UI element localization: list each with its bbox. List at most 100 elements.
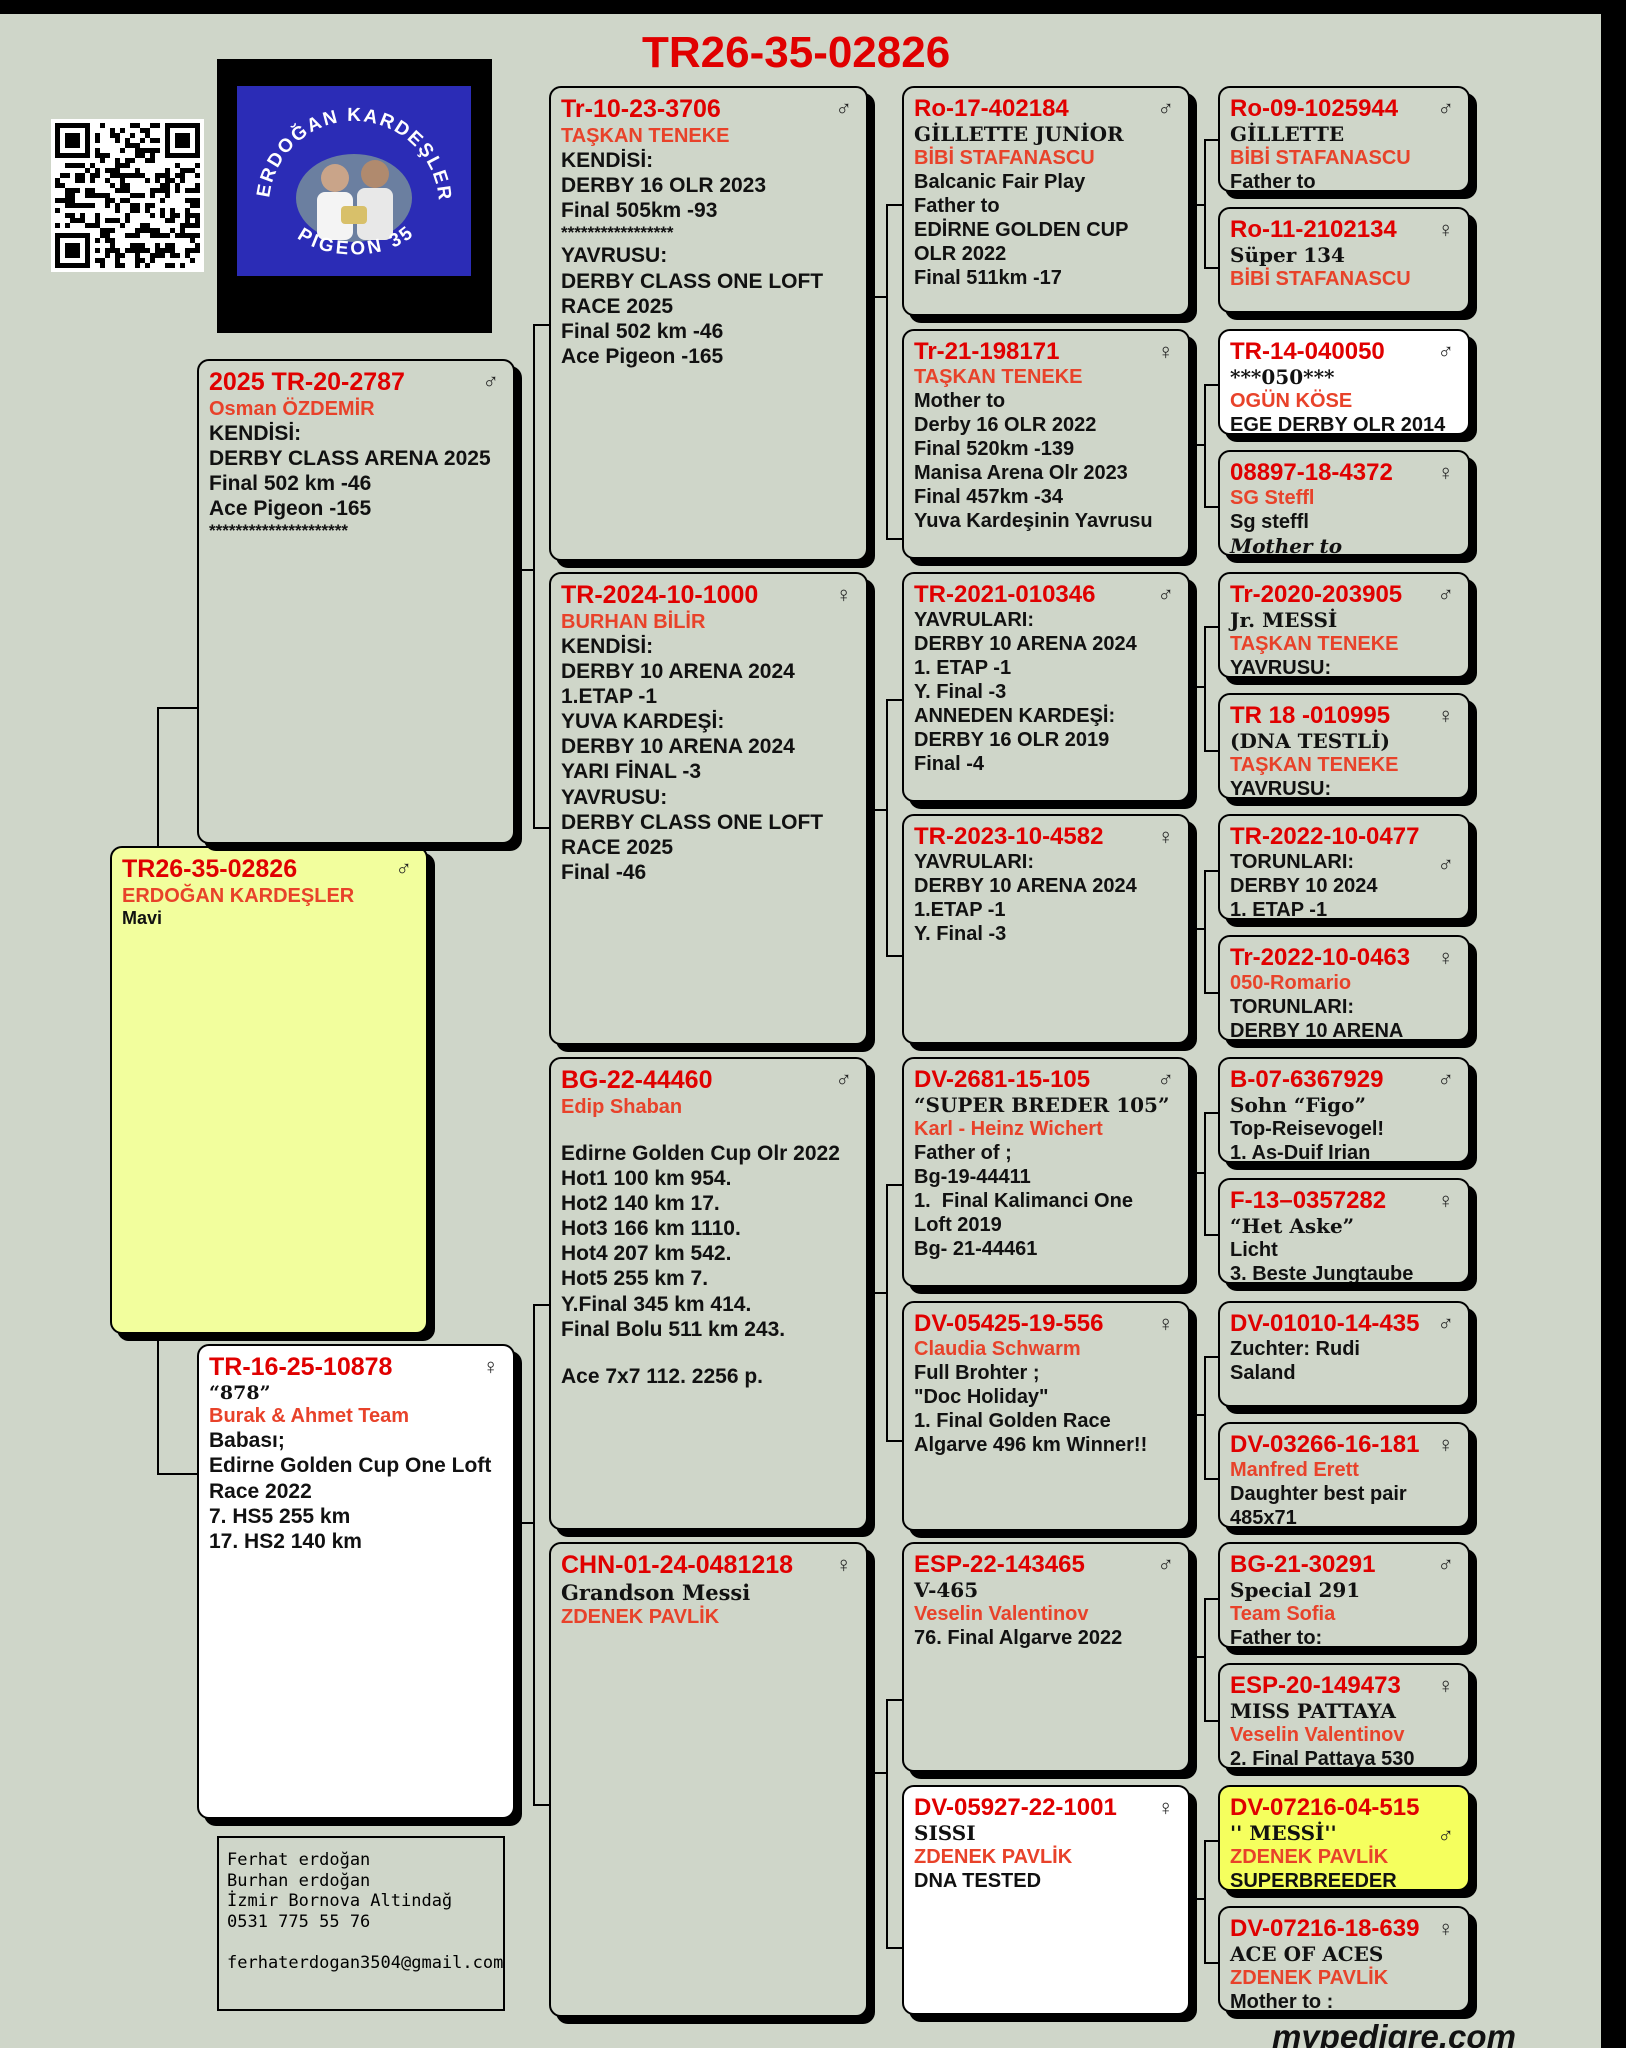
pedigree-line: Ace Pigeon -165 [561, 345, 724, 369]
gen4-owner: 050-Romario [1230, 972, 1352, 995]
gen3-ring: ESP-22-143465 [914, 1551, 1085, 1578]
pedigree-line: YAVRUSU: [1230, 778, 1332, 799]
pedigree-line: YUVA KARDEŞİ: [561, 710, 725, 734]
gen3-ring: Ro-17-402184 [914, 95, 1069, 122]
male-icon: ♂ [1437, 582, 1455, 607]
dam-dam-card[interactable]: ♀ CHN-01-24-0481218 Grandson Messi ZDENE… [549, 1542, 868, 2017]
pedigree-line: YARI FİNAL -3 [561, 760, 702, 784]
gen4-nickname: ACE OF ACES [1230, 1942, 1384, 1967]
pedigree-line: Final Bolu 511 km 243. [561, 1317, 786, 1341]
gen4-nickname: ***050*** [1230, 365, 1335, 390]
sire-owner: Osman ÖZDEMİR [209, 397, 375, 420]
pedigree-line: YAVRUSU: [561, 244, 668, 268]
pedigree-line: Mother to [914, 390, 1006, 413]
gen3-owner: TAŞKAN TENEKE [914, 366, 1083, 389]
sire-line: DERBY CLASS ARENA 2025 [209, 446, 491, 470]
gen4-ring: TR-2022-10-0477 [1230, 823, 1420, 850]
gen4-ring: DV-03266-16-181 [1230, 1431, 1420, 1458]
gen3-card[interactable]: ♂DV-2681-15-105“SUPER BREDER 105”Karl - … [902, 1057, 1190, 1287]
dam-sire-card[interactable]: ♂ BG-22-44460 Edip Shaban Edirne Golden … [549, 1057, 868, 1530]
gen4-ring: DV-01010-14-435 [1230, 1310, 1420, 1337]
gen4-ring: DV-07216-18-639 [1230, 1915, 1420, 1942]
sire-sire-card[interactable]: ♂ Tr-10-23-3706 TAŞKAN TENEKE KENDİSİ: D… [549, 86, 868, 561]
dam-ring: TR-16-25-10878 [209, 1353, 393, 1381]
gen3-nickname: SISSI [914, 1821, 976, 1846]
pedigree-line: 1.ETAP -1 [914, 899, 1006, 922]
gen4-ring: Tr-2022-10-0463 [1230, 944, 1411, 971]
male-icon: ♂ [835, 96, 853, 121]
pedigree-line: 1. Final Golden Race [914, 1410, 1111, 1433]
pedigree-line: Hot5 255 km 7. [561, 1267, 709, 1291]
female-icon: ♀ [1157, 1795, 1175, 1820]
gen3-owner: ZDENEK PAVLİK [914, 1846, 1073, 1869]
gen3-nickname: GİLLETTE JUNİOR [914, 122, 1124, 147]
sire-line: ********************* [209, 521, 348, 541]
male-icon: ♂ [1157, 96, 1175, 121]
sire-sire-ring: Tr-10-23-3706 [561, 95, 721, 123]
dam-dam-ring: CHN-01-24-0481218 [561, 1551, 794, 1579]
subject-card[interactable]: ♂ TR26-35-02826 ERDOĞAN KARDEŞLER Mavi [110, 846, 428, 1334]
pedigree-line: 1. Final Kalimanci One [914, 1190, 1133, 1213]
pedigree-line: DERBY 10 ARENA 2024 [561, 735, 795, 759]
gen3-owner: BİBİ STAFANASCU [914, 147, 1095, 170]
gen4-nickname: “Het Aske” [1230, 1214, 1355, 1239]
pedigree-line: Hot4 207 km 542. [561, 1242, 732, 1266]
contact-email[interactable]: ferhaterdogan3504@gmail.com [227, 1952, 504, 1973]
female-icon: ♀ [1437, 1188, 1455, 1213]
pedigree-line: ANNEDEN KARDEŞİ: [914, 705, 1116, 728]
pedigree-line: YAVRUSU: [1230, 657, 1332, 678]
pedigree-line: KENDİSİ: [561, 634, 654, 658]
pedigree-line: DERBY 10 ARENA 2024 [914, 875, 1137, 898]
male-icon: ♂ [482, 369, 500, 394]
pedigree-line: Final -4 [914, 753, 985, 776]
pedigree-line: Balcanic Fair Play [914, 171, 1086, 194]
dam-card[interactable]: ♀ TR-16-25-10878 “878” Burak & Ahmet Tea… [197, 1344, 515, 1819]
gen4-nickname: Jr. MESSİ [1230, 608, 1338, 633]
female-icon: ♀ [1437, 1916, 1455, 1941]
dam-sire-owner: Edip Shaban [561, 1095, 683, 1118]
male-icon: ♂ [1157, 582, 1175, 607]
gen3-ring: DV-05425-19-556 [914, 1310, 1104, 1337]
pedigree-page: TR26-35-02826 ERDOĞAN KARDEŞLER [0, 14, 1601, 2048]
contact-line: 0531 775 55 76 [227, 1912, 371, 1933]
male-icon: ♂ [1437, 96, 1455, 121]
gen4-ring: TR 18 -010995 [1230, 702, 1391, 729]
gen3-nickname: “SUPER BREDER 105” [914, 1093, 1170, 1118]
sire-dam-card[interactable]: ♀ TR-2024-10-1000 BURHAN BİLİR KENDİSİ: … [549, 572, 868, 1045]
pedigree-line: Derby 16 OLR 2022 [914, 414, 1097, 437]
pedigree-line: 2. Final Pattaya 530 [1230, 1748, 1415, 1769]
sire-card[interactable]: ♂ 2025 TR-20-2787 Osman ÖZDEMİR KENDİSİ:… [197, 359, 515, 844]
sire-line: Final 502 km -46 [209, 471, 372, 495]
gen4-owner: ZDENEK PAVLİK [1230, 1846, 1389, 1869]
gen4-ring: Ro-09-1025944 [1230, 95, 1399, 122]
footer-site[interactable]: mypedigre.com [1272, 2018, 1516, 2048]
pedigree-line: DERBY 10 ARENA 2024 [914, 633, 1137, 656]
pedigree-line: Bg- 21-44461 [914, 1238, 1038, 1261]
pedigree-line: YAVRUSU: [561, 785, 668, 809]
gen4-nickname: (DNA TESTLİ) [1230, 729, 1390, 754]
gen4-ring: Ro-11-2102134 [1230, 216, 1397, 243]
